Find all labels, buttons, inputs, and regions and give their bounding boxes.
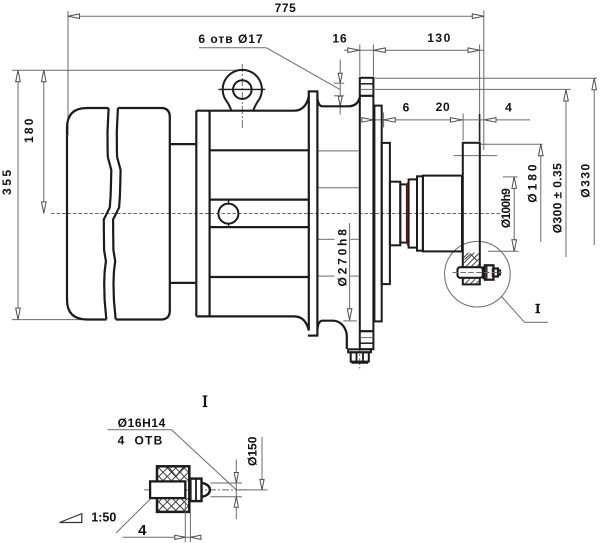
svg-text:Ø100h9: Ø100h9 <box>499 188 513 228</box>
svg-text:Ø270h8: Ø270h8 <box>336 226 350 286</box>
svg-text:4 ОТВ: 4 ОТВ <box>118 434 164 448</box>
svg-text:Ø330: Ø330 <box>579 162 593 197</box>
svg-text:Ø16H14: Ø16H14 <box>118 416 166 430</box>
svg-text:775: 775 <box>275 1 297 15</box>
svg-text:4: 4 <box>138 522 147 539</box>
svg-text:Ø180: Ø180 <box>526 161 540 202</box>
svg-text:6: 6 <box>403 101 410 115</box>
svg-text:4: 4 <box>505 101 512 115</box>
svg-text:130: 130 <box>427 31 452 45</box>
svg-text:6 отв Ø17: 6 отв Ø17 <box>198 32 263 46</box>
svg-text:180: 180 <box>22 116 36 143</box>
svg-text:1:50: 1:50 <box>91 511 116 525</box>
svg-text:Ø300 ± 0.35: Ø300 ± 0.35 <box>551 163 565 233</box>
svg-text:355: 355 <box>0 167 14 195</box>
svg-text:Ø150: Ø150 <box>245 436 259 466</box>
svg-text:16: 16 <box>332 32 347 46</box>
svg-text:20: 20 <box>436 100 451 114</box>
